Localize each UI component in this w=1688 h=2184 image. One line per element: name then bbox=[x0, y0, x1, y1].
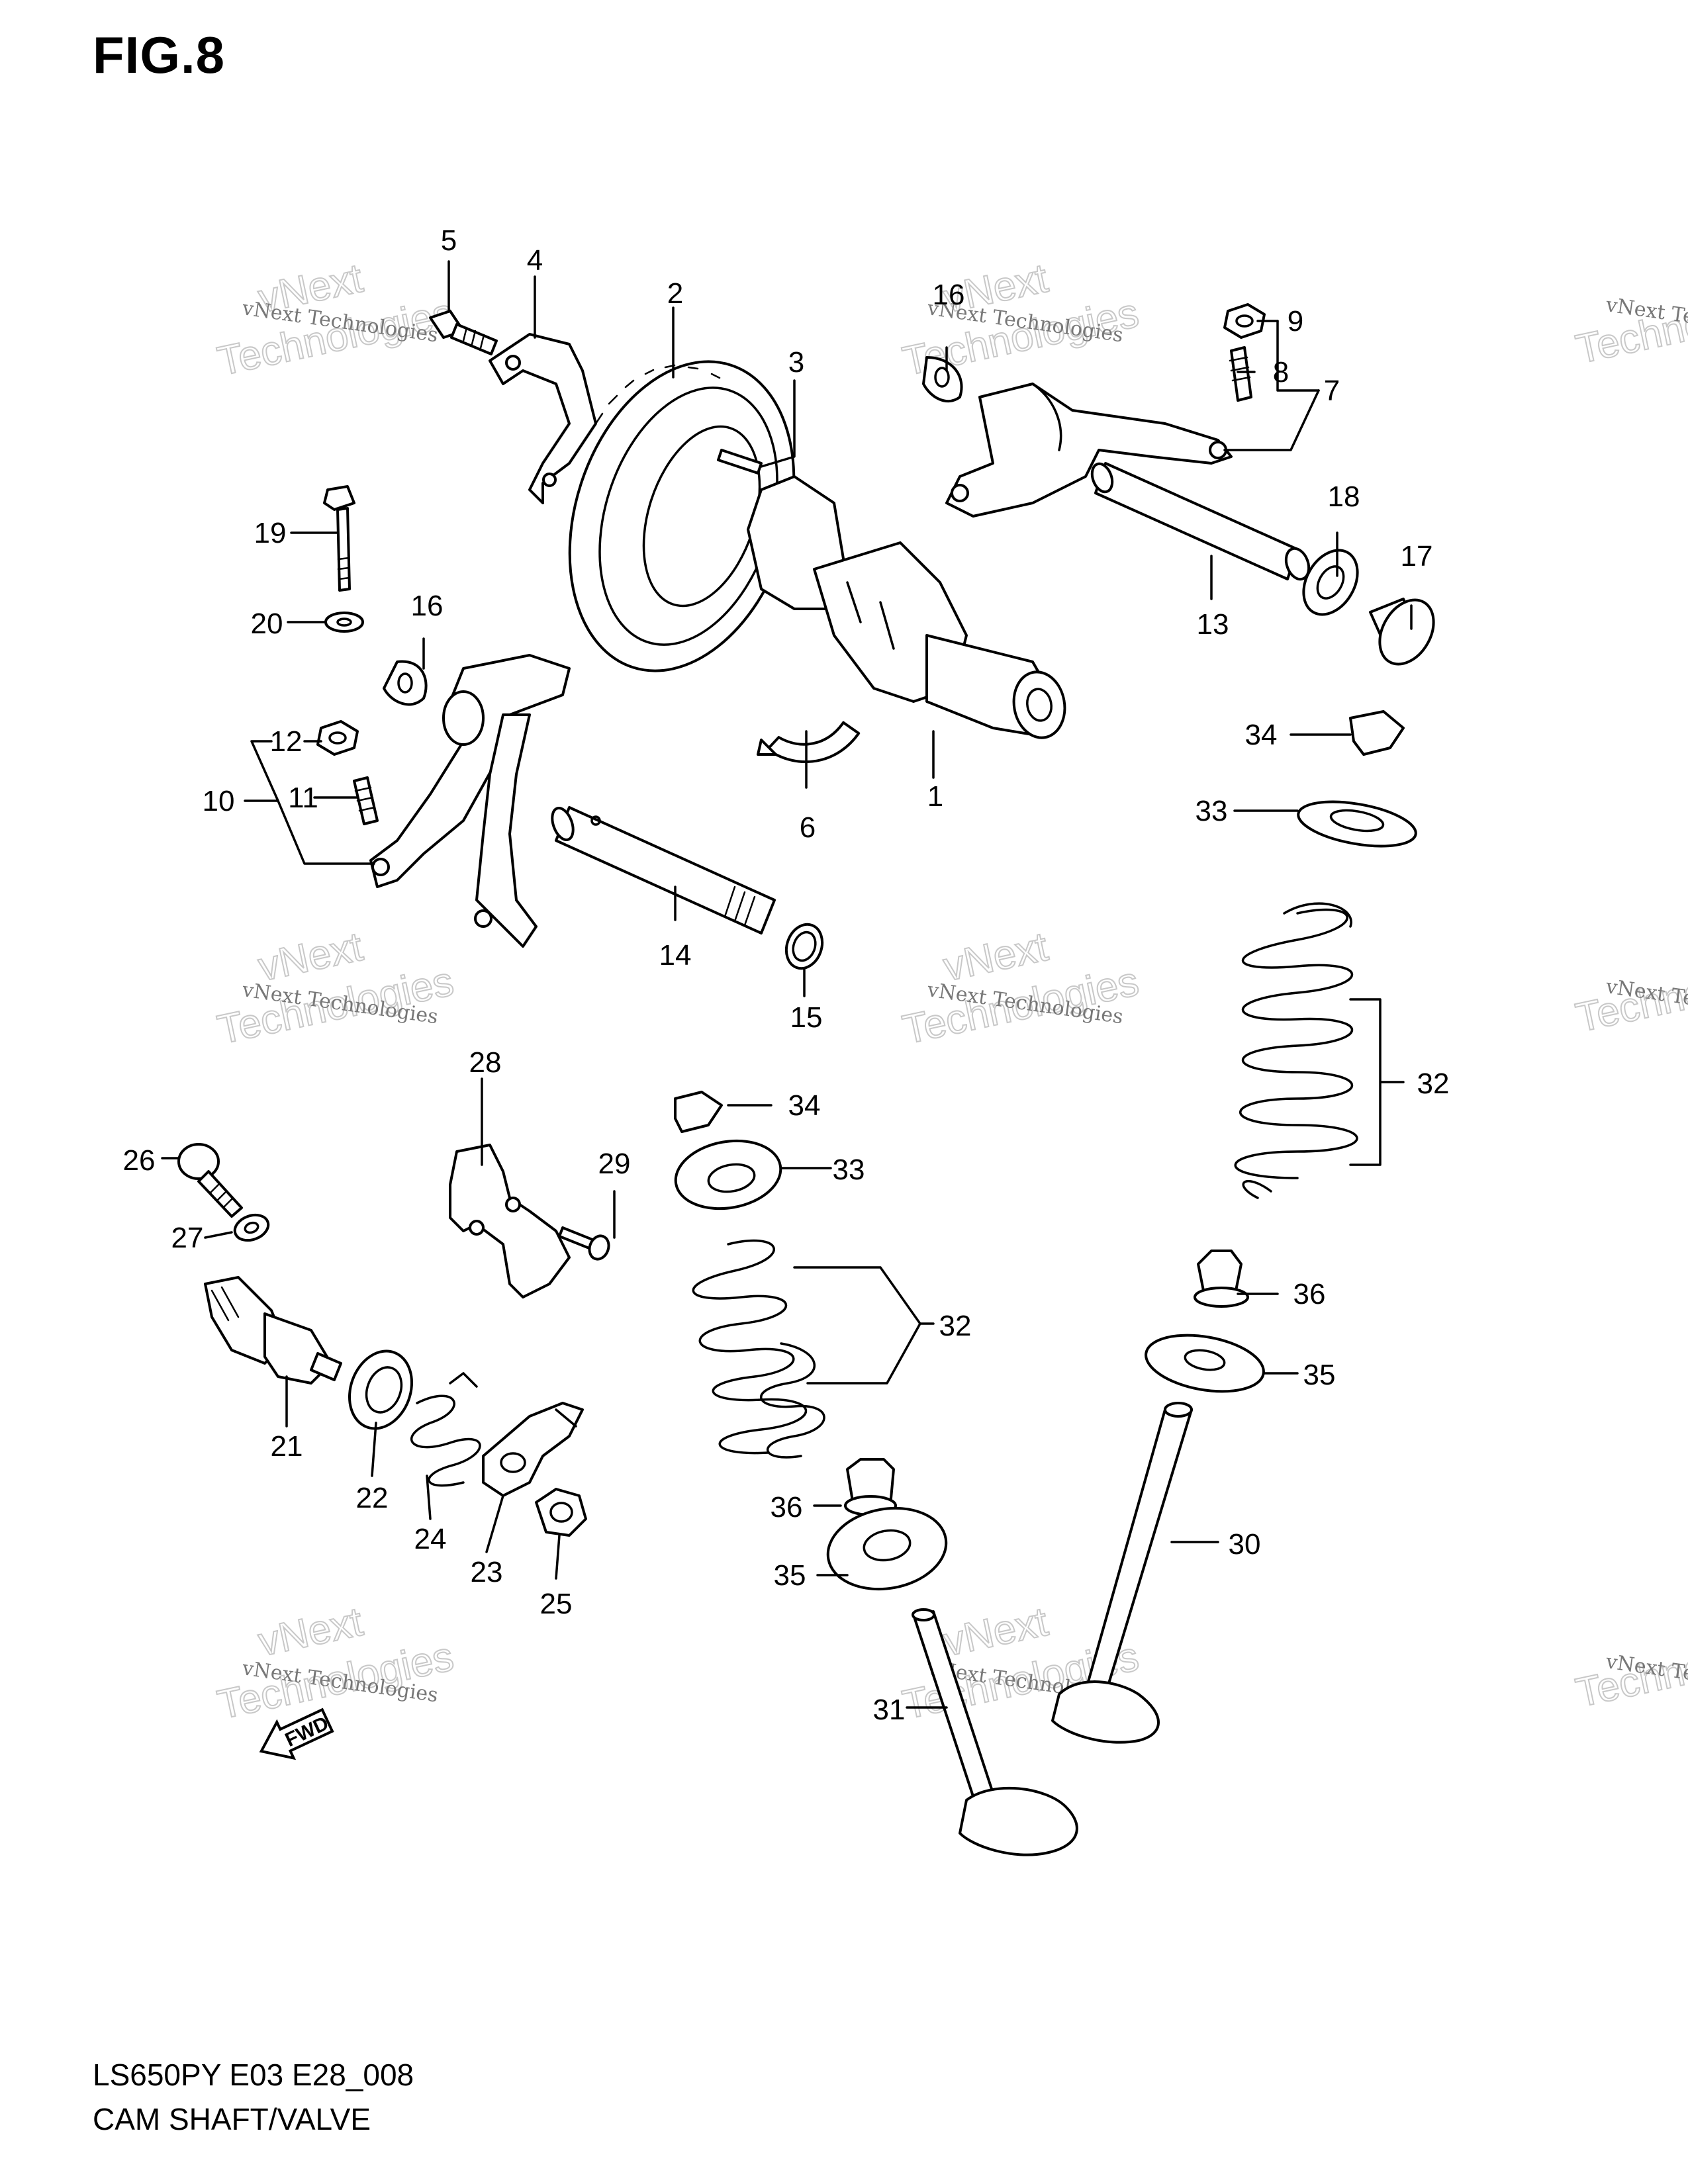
callout-7: 7 bbox=[1324, 375, 1340, 407]
rocker-arm-part-10 bbox=[369, 654, 571, 948]
intake-valve-part-31 bbox=[912, 1608, 1078, 1856]
callout-2: 2 bbox=[667, 277, 683, 310]
watermark-top-mid: vNext Technologies bbox=[898, 255, 1143, 385]
callout-35-left: 35 bbox=[774, 1559, 806, 1592]
callout-35-right: 35 bbox=[1303, 1359, 1336, 1391]
exhaust-valve-part-30 bbox=[1051, 1402, 1193, 1744]
lever-part-28 bbox=[449, 1144, 571, 1298]
callout-9: 9 bbox=[1288, 305, 1303, 338]
spring-seat-part-35-left bbox=[826, 1506, 948, 1591]
callout-15: 15 bbox=[790, 1001, 823, 1034]
callout-17: 17 bbox=[1401, 540, 1433, 572]
callout-16-right: 16 bbox=[933, 279, 965, 311]
callout-14: 14 bbox=[659, 939, 692, 972]
nut-part-12 bbox=[316, 720, 359, 756]
callout-34-right: 34 bbox=[1245, 719, 1278, 751]
decomp-shaft-part-21 bbox=[204, 1276, 342, 1385]
nut-part-9 bbox=[1223, 303, 1266, 339]
callout-30: 30 bbox=[1229, 1528, 1261, 1561]
watermark-group: vNext Technologies vNext Technologies vN… bbox=[213, 255, 1688, 1729]
callout-28: 28 bbox=[469, 1046, 502, 1079]
plug-part-17 bbox=[1369, 598, 1435, 666]
callout-22: 22 bbox=[356, 1482, 389, 1514]
gasket-part-16-left bbox=[383, 660, 428, 706]
callout-26: 26 bbox=[123, 1144, 156, 1177]
callout-8: 8 bbox=[1273, 356, 1289, 388]
pin-part-3 bbox=[717, 449, 763, 475]
callout-11: 11 bbox=[288, 782, 318, 814]
callout-34-left: 34 bbox=[788, 1089, 821, 1122]
watermark-mid-mid: vNext Technologies bbox=[898, 923, 1143, 1054]
callout-6: 6 bbox=[800, 811, 816, 844]
callout-29: 29 bbox=[598, 1148, 631, 1180]
valve-spring-part-32-right bbox=[1234, 902, 1358, 1199]
callout-33-right: 33 bbox=[1196, 795, 1228, 827]
rocker-shaft-part-14 bbox=[551, 806, 776, 934]
rocker-arm-part-7 bbox=[945, 383, 1233, 518]
bushing-part-22 bbox=[348, 1349, 414, 1430]
washer-part-20 bbox=[324, 612, 364, 633]
model-code: LS650PY E03 E28_008 bbox=[93, 2058, 414, 2092]
rocker-shaft-part-13 bbox=[1090, 462, 1311, 581]
nut-part-25 bbox=[535, 1488, 587, 1537]
bolt-part-19 bbox=[323, 485, 355, 592]
seal-part-36-left bbox=[844, 1458, 897, 1516]
bolt-part-26 bbox=[177, 1143, 243, 1218]
callout-27: 27 bbox=[171, 1222, 204, 1254]
adjust-screw-part-8 bbox=[1229, 346, 1252, 402]
valve-spring-part-32-left bbox=[692, 1239, 825, 1459]
o-ring-part-15 bbox=[784, 923, 824, 970]
callout-16-left: 16 bbox=[411, 590, 444, 622]
callout-32-left: 32 bbox=[939, 1310, 972, 1342]
figure-title: FIG.8 bbox=[93, 26, 226, 84]
bracket-part-4 bbox=[489, 333, 597, 504]
camshaft-part-1 bbox=[747, 475, 1066, 739]
callout-1: 1 bbox=[927, 780, 943, 813]
callout-23: 23 bbox=[471, 1556, 503, 1588]
callout-20: 20 bbox=[251, 608, 283, 640]
callout-31: 31 bbox=[873, 1694, 906, 1726]
leader-lines bbox=[161, 260, 1413, 1709]
callout-32-right: 32 bbox=[1417, 1068, 1450, 1100]
lever-part-23 bbox=[482, 1402, 584, 1497]
watermark-low-left: vNext Technologies bbox=[213, 1598, 458, 1729]
watermark-mid-left: vNext Technologies bbox=[213, 923, 458, 1054]
washer-part-27 bbox=[233, 1213, 270, 1242]
spring-seat-part-35-right bbox=[1145, 1334, 1265, 1393]
callout-25: 25 bbox=[540, 1588, 573, 1620]
half-ring-part-6 bbox=[757, 721, 861, 763]
callout-24: 24 bbox=[414, 1523, 447, 1555]
callout-5: 5 bbox=[441, 224, 457, 257]
spring-part-24 bbox=[410, 1372, 481, 1487]
callout-21: 21 bbox=[271, 1430, 303, 1463]
callout-3: 3 bbox=[788, 346, 804, 379]
callout-4: 4 bbox=[527, 244, 543, 277]
callout-18: 18 bbox=[1328, 480, 1360, 513]
callout-10: 10 bbox=[203, 785, 235, 817]
cotter-part-34-right bbox=[1349, 710, 1405, 756]
retainer-part-33-left bbox=[674, 1139, 782, 1210]
callout-19: 19 bbox=[254, 517, 287, 549]
callout-33-left: 33 bbox=[833, 1154, 865, 1186]
cotter-part-34-left bbox=[674, 1091, 723, 1133]
bolt-part-5 bbox=[429, 310, 498, 355]
callout-12: 12 bbox=[270, 725, 303, 758]
callout-36-left: 36 bbox=[771, 1491, 803, 1524]
seal-part-36-right bbox=[1194, 1250, 1249, 1308]
callout-13: 13 bbox=[1197, 608, 1229, 641]
retainer-part-33-right bbox=[1297, 800, 1417, 848]
section-name: CAM SHAFT/VALVE bbox=[93, 2102, 371, 2136]
washer-part-18 bbox=[1302, 549, 1359, 616]
callout-36-right: 36 bbox=[1293, 1278, 1326, 1310]
callout-labels: 1 2 3 4 5 6 7 8 9 10 11 12 13 14 15 16 1… bbox=[123, 224, 1450, 1726]
screw-part-29 bbox=[558, 1226, 610, 1261]
adjust-screw-part-11 bbox=[353, 776, 379, 825]
